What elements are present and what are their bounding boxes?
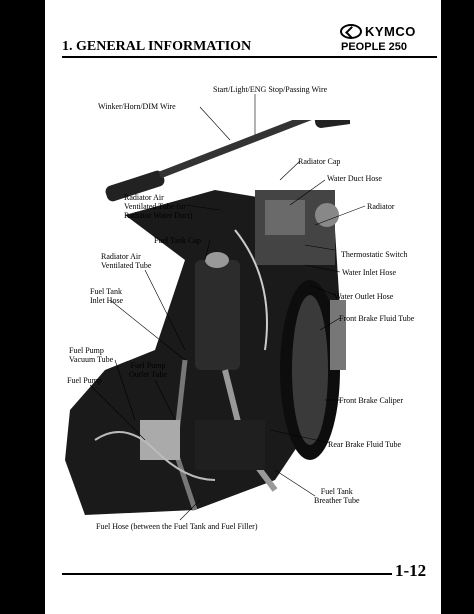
- label-fuel-pump-outlet-tube: Fuel Pump Outlet Tube: [129, 361, 167, 379]
- label-fuel-pump-vacuum-tube: Fuel Pump Vacuum Tube: [69, 346, 113, 364]
- label-line: Radiator Air: [101, 252, 141, 261]
- label-line: Fuel Tank: [90, 287, 122, 296]
- label-winker-horn-wire: Winker/Horn/DIM Wire: [98, 102, 176, 111]
- label-radiator-air-vent-tube: Radiator Air Ventilated Tube: [101, 252, 151, 270]
- label-line: Breather Tube: [314, 496, 360, 505]
- scooter-photo: [65, 120, 350, 515]
- label-line: Ventilated Tube: [101, 261, 152, 270]
- page-number: 1-12: [395, 561, 427, 580]
- label-line: Radiator Air: [124, 193, 164, 202]
- model-name: PEOPLE 250: [341, 41, 408, 53]
- label-fuel-pump: Fuel Pump: [67, 376, 102, 385]
- label-fuel-tank-inlet-hose: Fuel Tank Inlet Hose: [90, 287, 123, 305]
- label-water-duct-hose: Water Duct Hose: [327, 174, 382, 183]
- header-rule: [62, 56, 437, 58]
- label-line: Inlet Hose: [90, 296, 124, 305]
- label-fuel-tank-cap: Fuel Tank Cap: [154, 236, 201, 245]
- label-thermostatic-switch: Thermostatic Switch: [341, 250, 408, 259]
- label-water-inlet-hose: Water Inlet Hose: [342, 268, 396, 277]
- label-front-brake-fluid-tube: Front Brake Fluid Tube: [339, 314, 415, 323]
- label-radiator-air-tube-to-duct: Radiator Air Ventilated Tube (to Radiato…: [124, 193, 193, 220]
- section-title: 1. GENERAL INFORMATION: [62, 39, 252, 54]
- label-radiator: Radiator: [367, 202, 395, 211]
- label-radiator-cap: Radiator Cap: [298, 157, 341, 166]
- label-line: Ventilated Tube (to: [124, 202, 186, 211]
- footer-rule: [62, 573, 392, 575]
- manual-page: KYMCO PEOPLE 250 1. GENERAL INFORMATION: [45, 0, 441, 614]
- label-line: Vacuum Tube: [69, 355, 114, 364]
- label-front-brake-caliper: Front Brake Caliper: [339, 396, 403, 405]
- brand-name: KYMCO: [365, 24, 416, 39]
- label-line: Fuel Pump: [69, 346, 104, 355]
- label-rear-brake-fluid-tube: Rear Brake Fluid Tube: [328, 440, 402, 449]
- label-fuel-hose: Fuel Hose (between the Fuel Tank and Fue…: [96, 522, 258, 531]
- label-fuel-tank-breather-tube: Fuel Tank Breather Tube: [314, 487, 360, 505]
- label-line: Fuel Pump: [130, 361, 166, 370]
- label-line: Outlet Tube: [129, 370, 168, 379]
- kymco-logo-mark: [340, 24, 362, 39]
- label-start-light-wire: Start/Light/ENG Stop/Passing Wire: [213, 85, 328, 94]
- label-water-outlet-hose: Water Outlet Hose: [334, 292, 394, 301]
- label-line: Radiator Water Duct): [124, 211, 193, 220]
- label-line: Fuel Tank: [320, 487, 353, 496]
- kymco-logo: KYMCO: [340, 24, 416, 39]
